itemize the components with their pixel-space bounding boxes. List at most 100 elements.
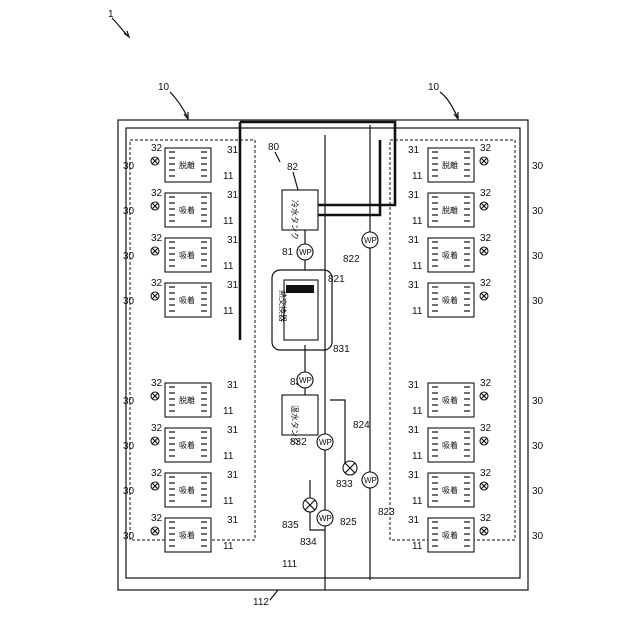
cell-ref-label: 31 [408,515,420,526]
left-cell-1: 脱離30323111 [123,143,239,182]
label-823: 823 [378,507,395,518]
valve-ref-label: 32 [480,423,492,434]
label-112: 112 [253,597,269,608]
label-832: 832 [290,437,307,448]
valve-ref-label: 32 [151,468,163,479]
cell-state-label: 脱離 [179,395,195,405]
label-822: 822 [343,254,360,265]
heat-exchanger-core [286,285,314,293]
left-cell-8: 吸着30323111 [123,513,239,552]
tube-ref-label: 11 [223,406,234,417]
label-835: 835 [282,520,299,531]
cell-state-label: 吸着 [442,295,458,305]
cell-state-label: 吸着 [179,530,195,540]
module-left-label: 10 [158,82,170,93]
unit-ref-label: 30 [123,251,135,262]
svg-text:WP: WP [299,376,312,385]
pump-831: WP [297,372,313,388]
unit-ref-label: 30 [532,161,544,172]
right-cell-8: 吸着30323111 [408,513,544,552]
unit-ref-label: 30 [123,441,135,452]
tube-ref-label: 11 [412,496,423,507]
cold-tank-label: 82 [287,162,299,173]
cell-ref-label: 31 [408,425,420,436]
tube-ref-label: 11 [412,171,423,182]
hx-unit-leader [275,152,280,162]
valve-ref-label: 32 [151,423,163,434]
module-left-arrow [170,92,188,118]
label-824: 824 [353,420,370,431]
valve-ref-label: 32 [151,143,163,154]
unit-ref-label: 30 [532,251,544,262]
label-112-leader [270,590,278,600]
cell-ref-label: 31 [227,145,239,156]
label-833: 833 [336,479,353,490]
right-cell-5: 吸着30323111 [408,378,544,417]
hx-unit-label: 80 [268,142,280,153]
tube-ref-label: 11 [412,261,423,272]
svg-text:WP: WP [364,476,377,485]
unit-ref-label: 30 [532,206,544,217]
cell-state-label: 吸着 [442,440,458,450]
pump-834: WP [317,510,333,526]
right-cell-3: 吸着30323111 [408,233,544,272]
label-831: 831 [333,344,350,355]
right-cell-2: 脱離30323111 [408,188,544,227]
unit-ref-label: 30 [532,441,544,452]
cell-state-label: 脱離 [179,160,195,170]
valve-825 [343,461,357,475]
unit-ref-label: 30 [532,396,544,407]
valve-ref-label: 32 [480,278,492,289]
cell-state-label: 吸着 [442,530,458,540]
label-825: 825 [340,517,357,528]
valve-ref-label: 32 [480,233,492,244]
valve-ref-label: 32 [151,378,163,389]
cell-ref-label: 31 [227,470,239,481]
pump-832: WP [317,434,333,450]
cell-ref-label: 31 [227,190,239,201]
valve-ref-label: 32 [151,188,163,199]
unit-ref-label: 30 [123,161,135,172]
cell-state-label: 脱離 [442,205,458,215]
valve-835 [303,498,317,512]
left-cell-2: 吸着30323111 [123,188,239,227]
left-cell-6: 吸着30323111 [123,423,239,462]
right-cell-column: 脱離30323111脱離30323111吸着30323111吸着30323111… [408,143,544,552]
valve-ref-label: 32 [151,513,163,524]
cell-state-label: 吸着 [179,250,195,260]
svg-text:WP: WP [364,236,377,245]
cell-ref-label: 31 [227,515,239,526]
left-cell-3: 吸着30323111 [123,233,239,272]
cell-state-label: 吸着 [442,485,458,495]
svg-text:WP: WP [319,514,332,523]
unit-ref-label: 30 [532,531,544,542]
cell-state-label: 吸着 [179,205,195,215]
cell-ref-label: 31 [408,380,420,391]
tube-ref-label: 11 [223,261,234,272]
pump-823: WP [362,472,378,488]
cell-ref-label: 31 [408,190,420,201]
cold-tank-leader [293,172,298,190]
cell-ref-label: 31 [227,380,239,391]
cell-state-label: 脱離 [442,160,458,170]
right-cell-1: 脱離30323111 [408,143,544,182]
valve-ref-label: 32 [480,468,492,479]
cell-state-label: 吸着 [179,295,195,305]
valve-ref-label: 32 [151,233,163,244]
unit-ref-label: 30 [532,296,544,307]
module-right-label: 10 [428,82,440,93]
cell-state-label: 吸着 [442,395,458,405]
heat-exchanger-text: 熱交換器 [278,290,288,322]
right-cell-4: 吸着30323111 [408,278,544,317]
cell-ref-label: 31 [408,280,420,291]
left-cell-column: 脱離30323111吸着30323111吸着30323111吸着30323111… [123,143,239,552]
valve-ref-label: 32 [480,513,492,524]
heat-exchanger-label: 81 [282,247,294,258]
cold-tank [282,190,318,230]
left-cell-5: 脱離30323111 [123,378,239,417]
pump-822: WP [362,232,378,248]
cell-ref-label: 31 [408,470,420,481]
unit-ref-label: 30 [123,206,135,217]
label-821: 821 [328,274,345,285]
tube-ref-label: 11 [223,496,234,507]
